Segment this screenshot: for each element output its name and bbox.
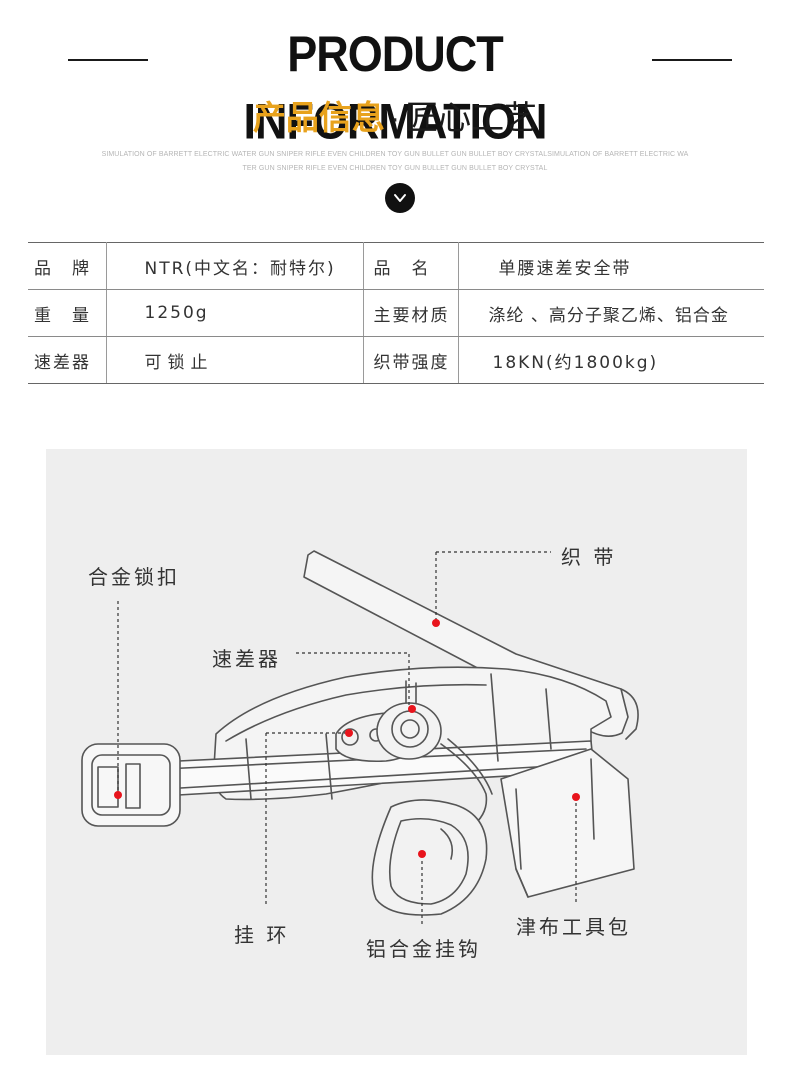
table-row: 速差器 可锁止 织带强度 18KN(约1800kg) xyxy=(28,336,764,384)
spec-value: 可锁止 xyxy=(106,336,364,384)
spec-value: 单腰速差安全带 xyxy=(458,242,764,290)
spec-label: 重 量 xyxy=(28,289,107,337)
header-rule-right xyxy=(652,59,732,61)
spec-label: 品 名 xyxy=(363,242,459,290)
spec-label: 品 牌 xyxy=(28,242,107,290)
label-alloy-buckle: 合金锁扣 xyxy=(88,565,180,589)
chevron-down-icon xyxy=(394,194,406,202)
spec-label: 主要材质 xyxy=(363,289,459,337)
label-alloy-hook: 铝合金挂钩 xyxy=(366,937,481,961)
spec-value: NTR(中文名：耐特尔) xyxy=(106,242,364,290)
spec-label: 织带强度 xyxy=(363,336,459,384)
spec-value: 涤纶 、高分子聚乙烯、铝合金 xyxy=(458,289,764,337)
product-diagram: 织 带 合金锁扣 速差器 挂 环 铝合金挂钩 津布工具包 xyxy=(46,449,747,1055)
harness-illustration xyxy=(81,550,639,924)
subtitle-separator: · xyxy=(390,106,400,136)
subtitle-highlight: 产品信息 xyxy=(252,98,385,137)
spec-value: 18KN(约1800kg) xyxy=(458,336,764,384)
page-title: PRODUCT INFORMATION xyxy=(243,25,547,150)
label-webbing: 织 带 xyxy=(561,545,617,569)
tagline: SIMULATION OF BARRETT ELECTRIC WATER GUN… xyxy=(90,148,700,176)
table-row: 品 牌 NTR(中文名：耐特尔) 品 名 单腰速差安全带 xyxy=(28,242,764,290)
spec-table: 品 牌 NTR(中文名：耐特尔) 品 名 单腰速差安全带 重 量 1250g 主… xyxy=(28,242,764,384)
table-row: 重 量 1250g 主要材质 涤纶 、高分子聚乙烯、铝合金 xyxy=(28,289,764,337)
scroll-down-button[interactable] xyxy=(385,183,415,213)
tagline-line-1: SIMULATION OF BARRETT ELECTRIC WATER GUN… xyxy=(101,151,689,158)
label-differential: 速差器 xyxy=(212,647,281,671)
spec-label: 速差器 xyxy=(28,336,107,384)
spec-value: 1250g xyxy=(106,289,364,337)
subtitle-craft: 匠心工艺 xyxy=(405,98,538,137)
label-tool-bag: 津布工具包 xyxy=(516,915,631,939)
section-subtitle: 产品信息·匠心工艺 xyxy=(0,96,790,143)
label-ring: 挂 环 xyxy=(234,923,290,947)
tagline-line-2: TER GUN SNIPER RIFLE EVEN CHILDREN TOY G… xyxy=(242,165,548,172)
header-rule-left xyxy=(68,59,148,61)
